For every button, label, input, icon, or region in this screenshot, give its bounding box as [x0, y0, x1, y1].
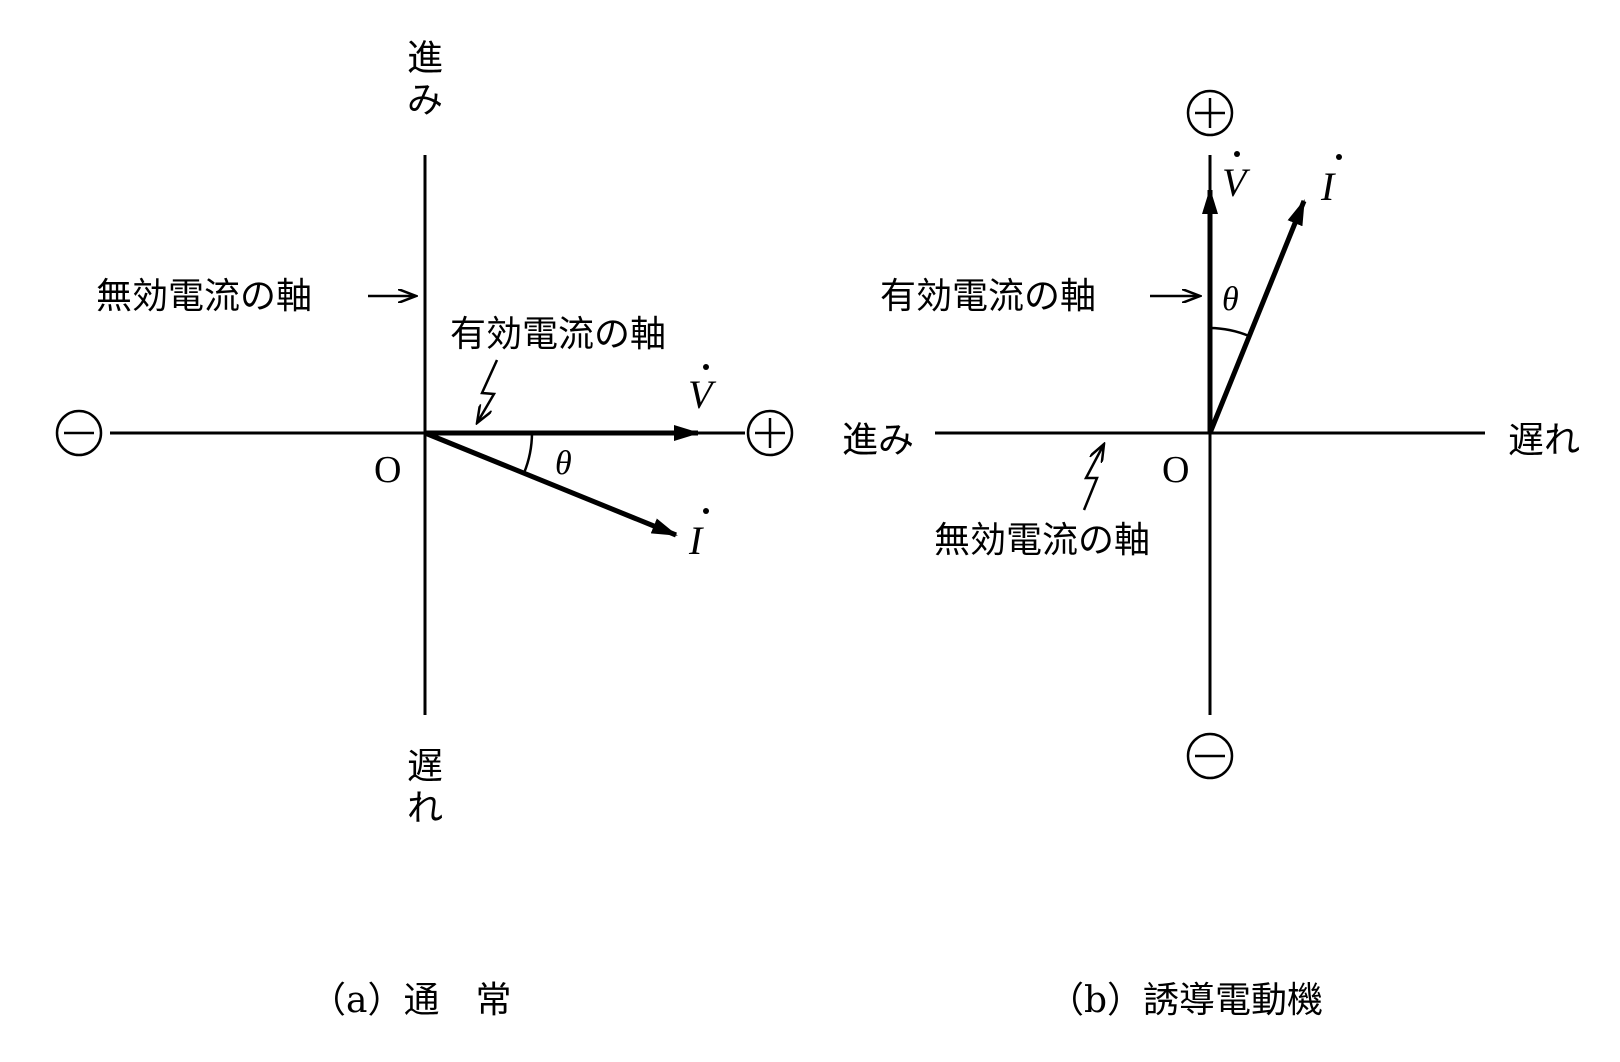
b-caption: （b）誘導電動機: [1048, 980, 1323, 1021]
a-current-dot-icon: [703, 508, 709, 514]
b-lag-label: 遅れ: [1508, 420, 1580, 461]
a-origin-label: O: [374, 449, 401, 491]
a-reactive-axis-label: 無効電流の軸: [96, 276, 312, 317]
diagram-b: 進み 遅れ V I 有効電流の軸 θ O 無効電流の軸 （b）誘導電動機: [842, 89, 1580, 1021]
a-current-vector: [424, 430, 678, 538]
b-active-axis-label: 有効電流の軸: [880, 276, 1096, 317]
a-plus-circle: [746, 409, 794, 457]
a-active-axis-label: 有効電流の軸: [450, 314, 666, 355]
a-angle-label: θ: [555, 445, 572, 482]
a-angle-arc: [522, 432, 534, 474]
b-current-vector: [1207, 199, 1307, 434]
b-reactive-axis-leader: [1082, 444, 1104, 511]
diagram-a: 進 み 遅 れ 無効電流の軸 有効電流の軸 V I θ O （a）通 常: [55, 38, 794, 1021]
b-current-label: I: [1320, 164, 1336, 209]
a-minus-circle: [55, 409, 103, 457]
a-voltage-label: V: [688, 372, 717, 417]
a-lag-label-2: れ: [407, 788, 443, 829]
b-voltage-dot-icon: [1234, 151, 1240, 157]
a-active-axis-leader: [477, 359, 499, 423]
a-voltage-dot-icon: [703, 364, 709, 370]
b-plus-circle: [1186, 89, 1234, 137]
b-current-dot-icon: [1336, 154, 1342, 160]
b-lead-label: 進み: [842, 420, 914, 461]
b-voltage-label: V: [1222, 160, 1251, 205]
a-lag-label-1: 遅: [407, 746, 443, 787]
a-caption: （a）通 常: [310, 980, 511, 1021]
a-lead-label-2: み: [407, 80, 443, 121]
b-reactive-axis-label: 無効電流の軸: [934, 520, 1150, 561]
b-origin-label: O: [1162, 449, 1189, 491]
a-current-label: I: [688, 518, 704, 563]
b-angle-arc: [1209, 326, 1250, 338]
b-minus-circle: [1186, 732, 1234, 780]
b-angle-label: θ: [1222, 281, 1239, 318]
a-lead-label-1: 進: [407, 38, 443, 79]
